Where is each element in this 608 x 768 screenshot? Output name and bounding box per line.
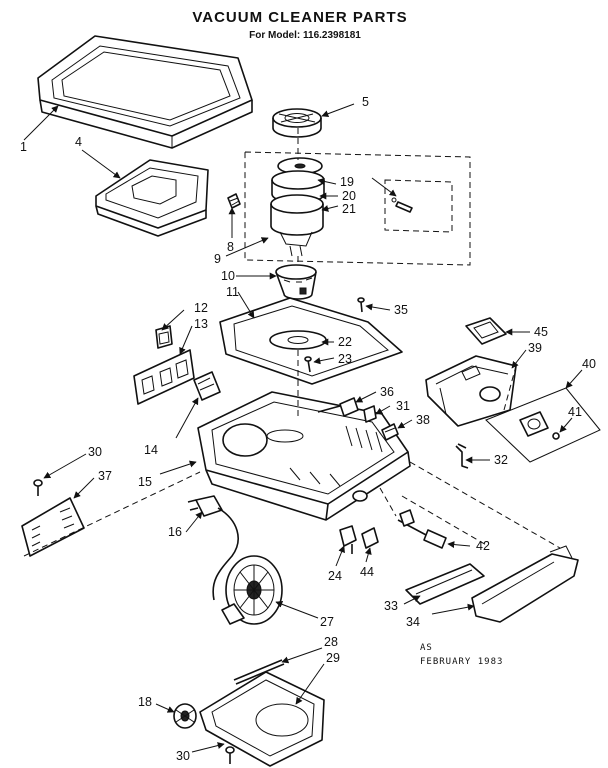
label-part-11: 11 [226, 285, 239, 299]
label-part-37: 37 [98, 469, 112, 483]
label-part-45: 45 [534, 325, 548, 339]
label-part-32: 32 [494, 453, 508, 467]
label-part-8: 8 [227, 240, 234, 254]
part-1-lid [37, 35, 253, 149]
label-part-5: 5 [362, 95, 369, 109]
label-part-30-upper: 30 [88, 445, 102, 459]
label-part-39: 39 [528, 341, 542, 355]
label-part-21: 21 [342, 202, 356, 216]
part-39-bag-box [425, 355, 517, 427]
part-18-wheel [173, 703, 197, 729]
part-5-filter [272, 108, 322, 138]
label-part-1: 1 [20, 140, 27, 154]
part-38-clip [381, 423, 399, 441]
revision-date: FEBRUARY 1983 [420, 657, 503, 667]
label-part-41: 41 [568, 405, 582, 419]
label-part-9: 9 [214, 252, 221, 266]
label-part-30-lower: 30 [176, 749, 190, 763]
part-14-module [193, 371, 221, 401]
label-part-36: 36 [380, 385, 394, 399]
part-8-bolt [227, 193, 241, 209]
label-part-19: 19 [340, 175, 354, 189]
part-44-clip [361, 527, 379, 549]
label-part-28: 28 [324, 635, 338, 649]
part-29-base-plate [199, 671, 325, 767]
part-30-screw-upper [33, 479, 43, 496]
motor-brush-detail [391, 197, 413, 213]
part-16-plug [187, 495, 223, 517]
callout-labels: 1 4 5 8 9 10 11 12 13 14 15 16 18 19 20 … [20, 95, 596, 763]
part-34-long-handle [471, 545, 579, 623]
label-part-18: 18 [138, 695, 152, 709]
power-cord [212, 507, 239, 601]
part-23-screw [304, 356, 312, 373]
part-30-screw-lower [225, 746, 235, 764]
label-part-13: 13 [194, 317, 208, 331]
motor-detail-outline [384, 179, 453, 233]
part-10-motor-mount [275, 264, 317, 300]
part-41-screw [552, 432, 560, 440]
part-42-shaft [397, 509, 447, 549]
label-part-20: 20 [342, 189, 356, 203]
part-4-tray [95, 159, 209, 237]
label-part-12: 12 [194, 301, 208, 315]
diagram-subtitle: For Model: 116.2398181 [249, 30, 361, 41]
label-part-42: 42 [476, 539, 490, 553]
label-part-38: 38 [416, 413, 430, 427]
part-24-clip [339, 525, 357, 554]
part-19-20-21-motor [270, 157, 325, 257]
part-37-panel [21, 497, 85, 557]
label-part-44: 44 [360, 565, 374, 579]
part-45-plate [465, 317, 507, 345]
label-part-23: 23 [338, 352, 352, 366]
label-part-27: 27 [320, 615, 334, 629]
label-part-15: 15 [138, 475, 152, 489]
part-40-plate [519, 411, 549, 437]
label-part-33: 33 [384, 599, 398, 613]
label-part-24: 24 [328, 569, 342, 583]
part-15-housing [197, 391, 411, 521]
label-part-34: 34 [406, 615, 420, 629]
part-13-switch-panel [133, 349, 195, 405]
label-part-16: 16 [168, 525, 182, 539]
alignment-lines [23, 128, 561, 557]
part-12-block [155, 325, 173, 349]
label-part-31: 31 [396, 399, 410, 413]
label-part-40: 40 [582, 357, 596, 371]
part-22-ring [269, 330, 327, 350]
label-part-22: 22 [338, 335, 352, 349]
part-31-bracket [363, 405, 377, 423]
label-part-4: 4 [75, 135, 82, 149]
part-40-outline [485, 387, 601, 463]
revision-initials: AS [420, 643, 433, 653]
label-part-29: 29 [326, 651, 340, 665]
part-28-rod [233, 659, 285, 685]
motor-assembly-outline [244, 151, 471, 266]
leader-lines [23, 103, 583, 753]
part-32-hook [455, 443, 469, 469]
label-part-14: 14 [144, 443, 158, 457]
part-27-cord-reel [221, 555, 283, 625]
diagram-title: VACUUM CLEANER PARTS [192, 9, 407, 26]
label-part-35: 35 [394, 303, 408, 317]
part-36-bracket [317, 397, 359, 417]
label-part-10: 10 [221, 269, 235, 283]
part-35-screw [357, 297, 365, 313]
